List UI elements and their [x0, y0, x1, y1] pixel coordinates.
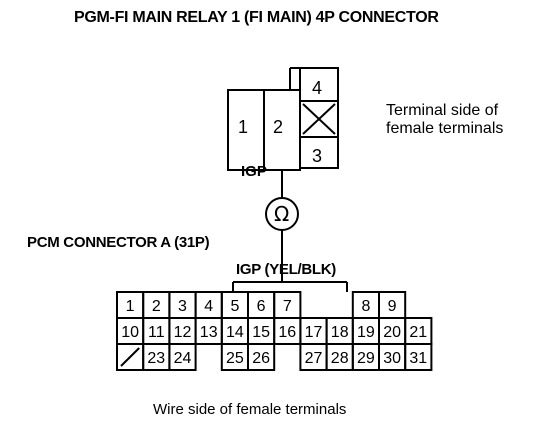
pcm-terminal-11: 11: [148, 324, 165, 341]
diagram-title: PGM-FI MAIN RELAY 1 (FI MAIN) 4P CONNECT…: [74, 9, 439, 26]
relay-terminal-1: 1: [238, 117, 248, 137]
pcm-terminal-24-cell: [168, 343, 197, 371]
pcm-terminal-4: 4: [204, 298, 213, 315]
pcm-terminal-15: 15: [252, 324, 270, 341]
pcm-terminal-1: 1: [126, 298, 135, 315]
unused-cavity-x-icon: [302, 103, 336, 135]
pcm-terminal-23: 23: [147, 350, 165, 367]
relay-note-line1: Terminal side of: [386, 102, 499, 119]
pcm-terminal-29: 29: [357, 350, 375, 367]
pcm-terminal-2: 2: [152, 298, 161, 315]
pcm-terminal-9: 9: [388, 298, 397, 315]
pcm-terminal-17: 17: [305, 324, 323, 341]
relay-terminal-3: 3: [312, 146, 322, 166]
igp-relay-label: IGP: [241, 163, 267, 180]
pcm-terminal-5: 5: [230, 298, 239, 315]
pcm-terminal-26-cell: [247, 343, 276, 371]
pcm-terminal-16: 16: [278, 324, 296, 341]
relay-note-line2: female terminals: [386, 120, 504, 137]
pcm-terminal-13: 13: [200, 324, 218, 341]
pcm-terminal-26: 26: [252, 350, 270, 367]
pcm-terminal-25: 25: [226, 350, 244, 367]
pcm-terminal-20: 20: [383, 324, 401, 341]
test-wire: [232, 170, 348, 292]
pcm-terminal-31-cell: [404, 343, 433, 371]
pcm-terminal-7: 7: [283, 298, 292, 315]
relay-terminal-4: 4: [312, 78, 322, 98]
relay-connector: [227, 67, 339, 171]
pcm-terminal-30: 30: [383, 350, 401, 367]
pcm-terminal-12: 12: [174, 324, 192, 341]
pcm-terminal-3: 3: [178, 298, 187, 315]
pcm-terminal-21: 21: [409, 324, 427, 341]
pcm-terminal-6: 6: [257, 298, 266, 315]
ohm-symbol: Ω: [274, 202, 289, 226]
pcm-terminal-8: 8: [361, 298, 370, 315]
pcm-terminal-24: 24: [174, 350, 192, 367]
igp-wire-label: IGP (YEL/BLK): [236, 261, 336, 278]
relay-terminal-2: 2: [273, 117, 283, 137]
wire-side-note: Wire side of female terminals: [153, 401, 347, 418]
pcm-connector-label: PCM CONNECTOR A (31P): [27, 234, 210, 251]
relay-terminal-side-note: Terminal side of female terminals: [386, 102, 503, 138]
pcm-terminal-18: 18: [331, 324, 349, 341]
pcm-terminal-10: 10: [121, 324, 139, 341]
pcm-terminal-19: 19: [357, 324, 375, 341]
blank-cavity-slash-icon: [120, 347, 140, 367]
pcm-terminal-28: 28: [331, 350, 349, 367]
pcm-terminal-14: 14: [226, 324, 244, 341]
pcm-terminal-27: 27: [305, 350, 323, 367]
pcm-terminal-31: 31: [409, 350, 427, 367]
